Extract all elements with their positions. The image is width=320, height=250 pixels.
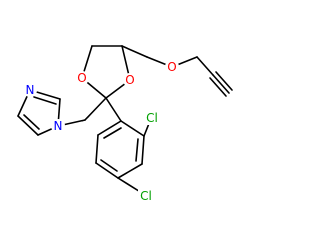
bond-c4i-c5i [17, 115, 39, 136]
bond-ph6-ph1 [97, 120, 122, 136]
bond-ph2-ph3-double [135, 138, 139, 162]
bond-c2-ph [105, 97, 122, 122]
oxygen-atom-1: O [75, 71, 89, 85]
bond-ph2-ph3 [141, 135, 145, 165]
bond-c5-ch2 [121, 45, 148, 58]
svg-text:O: O [167, 60, 176, 74]
stereo-bonds [82, 98, 106, 122]
chlorine-atom-1: Cl [144, 111, 160, 125]
nitrogen-atom-2: N [23, 83, 37, 97]
svg-text:O: O [125, 73, 134, 87]
structure-drawing: O O O N N Cl C [17, 45, 233, 203]
oxygen-atom-3: O [165, 60, 179, 74]
oxygen-atom-2: O [123, 73, 137, 87]
bond-c4i-c5i-double [23, 114, 40, 130]
nitrogen-atom-1: N [51, 119, 65, 133]
svg-text:Cl: Cl [140, 189, 152, 203]
molecule-diagram: O O O N N Cl C [17, 45, 233, 203]
atom-labels: O O O N N Cl C [23, 60, 179, 203]
bond-ch2b-csp [196, 56, 214, 76]
bond-ph5-ph6 [95, 134, 99, 164]
bond-ph4-ph5 [95, 162, 119, 179]
svg-text:O: O [77, 71, 86, 85]
bond-ph6-ph1-double [103, 127, 122, 139]
chlorine-atom-2: Cl [138, 189, 154, 203]
svg-text:N: N [54, 119, 63, 133]
svg-text:N: N [26, 83, 35, 97]
bond-ph1-ph2 [120, 120, 145, 137]
triple-bond [209, 71, 233, 97]
bond-ph3-ph4 [117, 163, 143, 179]
bond-ph4-ph5-double [100, 159, 118, 172]
hashed-wedge-c2 [82, 98, 106, 122]
bond-c2i-n3-double [33, 96, 57, 105]
bonds [17, 45, 233, 194]
svg-text:Cl: Cl [146, 111, 158, 125]
